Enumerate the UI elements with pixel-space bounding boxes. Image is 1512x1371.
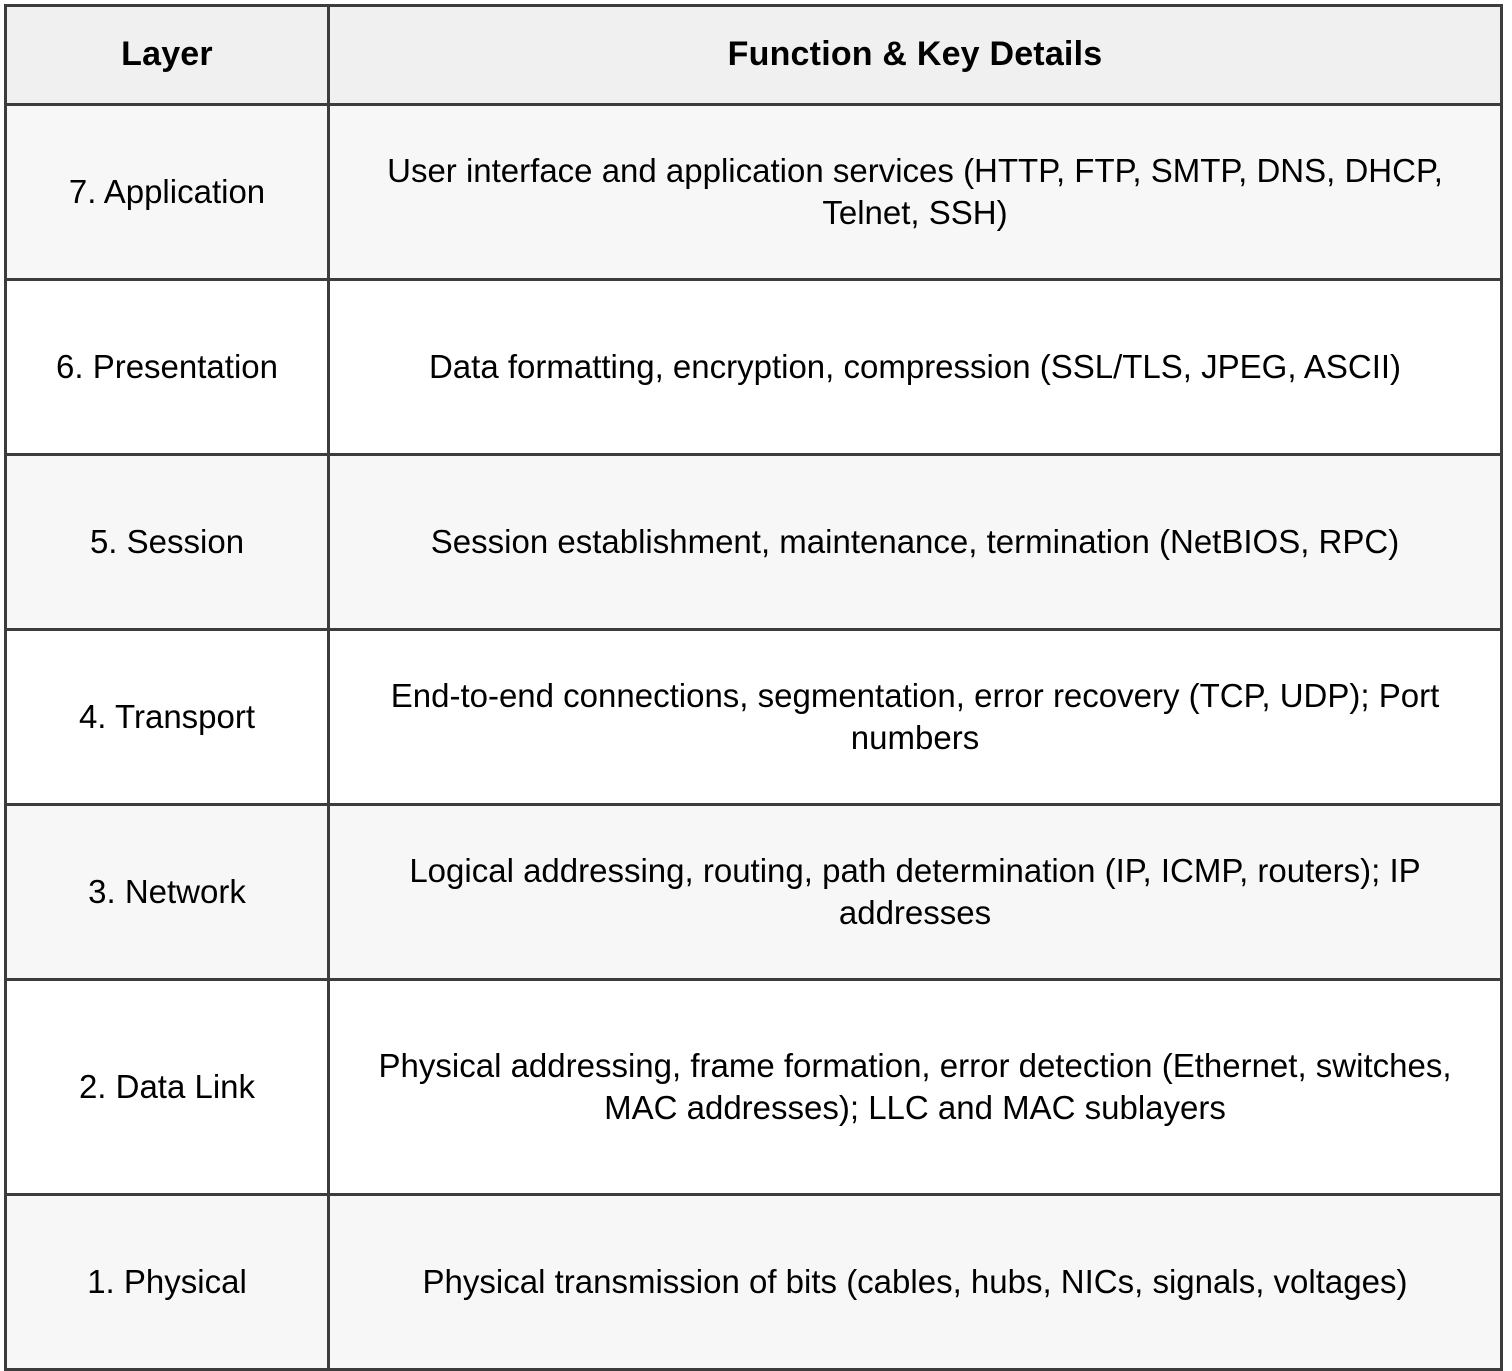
table-row-presentation: 6. Presentation Data formatting, encrypt… <box>4 278 1503 456</box>
osi-model-table-container: Layer Function & Key Details 7. Applicat… <box>4 4 1503 1371</box>
table-row-data-link: 2. Data Link Physical addressing, frame … <box>4 978 1503 1196</box>
table-header: Layer Function & Key Details <box>4 4 1503 106</box>
layer-name-physical: 1. Physical <box>4 1193 330 1371</box>
layer-name-presentation: 6. Presentation <box>4 278 330 456</box>
table-row-session: 5. Session Session establishment, mainte… <box>4 453 1503 631</box>
layer-details-data-link: Physical addressing, frame formation, er… <box>327 978 1503 1196</box>
layer-name-data-link: 2. Data Link <box>4 978 330 1196</box>
layer-details-network: Logical addressing, routing, path determ… <box>327 803 1503 981</box>
table-row-physical: 1. Physical Physical transmission of bit… <box>4 1193 1503 1371</box>
layer-name-application: 7. Application <box>4 103 330 281</box>
layer-details-application: User interface and application services … <box>327 103 1503 281</box>
layer-name-network: 3. Network <box>4 803 330 981</box>
column-header-layer: Layer <box>4 4 330 106</box>
layer-name-transport: 4. Transport <box>4 628 330 806</box>
table-header-row: Layer Function & Key Details <box>4 4 1503 106</box>
table-row-transport: 4. Transport End-to-end connections, seg… <box>4 628 1503 806</box>
table-row-application: 7. Application User interface and applic… <box>4 103 1503 281</box>
column-header-function-key-details: Function & Key Details <box>327 4 1503 106</box>
layer-details-session: Session establishment, maintenance, term… <box>327 453 1503 631</box>
layer-details-physical: Physical transmission of bits (cables, h… <box>327 1193 1503 1371</box>
layer-name-session: 5. Session <box>4 453 330 631</box>
table-body: 7. Application User interface and applic… <box>4 103 1503 1371</box>
layer-details-transport: End-to-end connections, segmentation, er… <box>327 628 1503 806</box>
table-row-network: 3. Network Logical addressing, routing, … <box>4 803 1503 981</box>
layer-details-presentation: Data formatting, encryption, compression… <box>327 278 1503 456</box>
osi-model-table: Layer Function & Key Details 7. Applicat… <box>4 4 1503 1371</box>
